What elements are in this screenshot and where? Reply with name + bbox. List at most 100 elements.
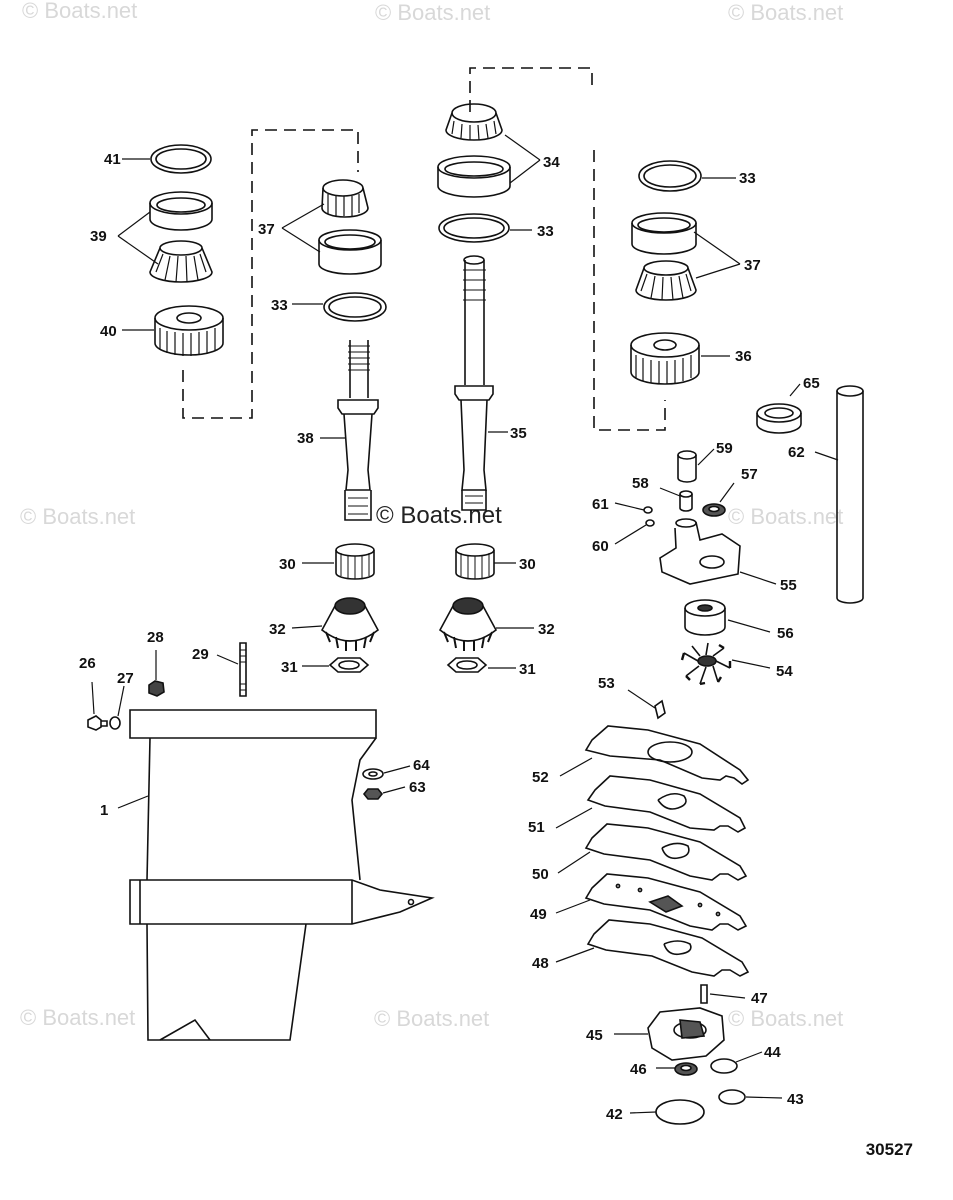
callout-45: 45	[586, 1027, 603, 1044]
callout-48: 48	[532, 955, 549, 972]
seal-65	[756, 403, 802, 434]
needle-bearing-30	[455, 543, 495, 580]
callout-26: 26	[79, 655, 96, 672]
dowel-pin-47	[700, 984, 708, 1004]
o-ring-44	[710, 1058, 738, 1074]
callout-51: 51	[528, 819, 545, 836]
shim-33	[438, 213, 510, 243]
callout-65: 65	[803, 375, 820, 392]
callout-58: 58	[632, 475, 649, 492]
bearing-cup-37	[318, 229, 382, 275]
pump-base-45	[647, 1007, 725, 1061]
callout-33: 33	[271, 297, 288, 314]
gasket-50	[584, 823, 748, 881]
callout-32: 32	[538, 621, 555, 638]
callout-39: 39	[90, 228, 107, 245]
callout-44: 44	[764, 1044, 781, 1061]
bearing-cup-39	[149, 191, 213, 231]
washer-64	[362, 768, 384, 780]
callout-30: 30	[519, 556, 536, 573]
callout-42: 42	[606, 1106, 623, 1123]
assembly-guide-lines	[182, 67, 666, 431]
callout-32: 32	[269, 621, 286, 638]
gearcase-housing-1	[129, 709, 435, 1041]
pump-housing-55	[659, 518, 741, 585]
callout-43: 43	[787, 1091, 804, 1108]
callout-29: 29	[192, 646, 209, 663]
nut-31	[328, 657, 370, 673]
gasket-51	[586, 775, 747, 833]
watermark: © Boats.net	[374, 1006, 490, 1031]
callout-59: 59	[716, 440, 733, 457]
callout-31: 31	[281, 659, 298, 676]
callout-40: 40	[100, 323, 117, 340]
impeller-insert-56	[684, 599, 726, 636]
o-ring-60	[645, 519, 655, 527]
stud-29	[239, 642, 247, 697]
water-tube-62	[836, 385, 864, 604]
diagram-number: 30527	[865, 1140, 913, 1159]
watermark: © Boats.net	[22, 0, 138, 23]
callout-50: 50	[532, 866, 549, 883]
callout-30: 30	[279, 556, 296, 573]
callout-33: 33	[537, 223, 554, 240]
callout-57: 57	[741, 466, 758, 483]
shim-33	[638, 160, 702, 192]
callout-54: 54	[776, 663, 793, 680]
snap-ring-41	[150, 144, 212, 174]
gasket-48	[586, 919, 750, 977]
tapered-bearing-39	[149, 240, 213, 283]
nut-31	[446, 657, 488, 673]
callout-31: 31	[519, 661, 536, 678]
callout-63: 63	[409, 779, 426, 796]
o-ring-42	[655, 1099, 705, 1125]
watermark-center: © Boats.net	[376, 502, 502, 529]
gasket-52	[584, 725, 750, 785]
watermark: © Boats.net	[728, 1006, 844, 1031]
impeller-54	[680, 642, 732, 686]
callout-53: 53	[598, 675, 615, 692]
callout-61: 61	[592, 496, 609, 513]
plate-49	[584, 873, 748, 931]
plug-28	[148, 680, 165, 697]
callout-35: 35	[510, 425, 527, 442]
screw-26	[87, 715, 108, 731]
bearing-cup-37	[631, 212, 697, 255]
callout-27: 27	[117, 670, 134, 687]
gear-40	[154, 305, 224, 356]
o-ring-43	[718, 1089, 746, 1105]
callout-34: 34	[543, 154, 560, 171]
callout-33: 33	[739, 170, 756, 187]
tube-59	[677, 450, 697, 483]
watermark: © Boats.net	[20, 1005, 136, 1030]
o-ring-61	[643, 506, 653, 514]
tapered-bearing-37	[321, 179, 369, 218]
callout-56: 56	[777, 625, 794, 642]
bearing-cup-34	[437, 155, 511, 198]
callout-47: 47	[751, 990, 768, 1007]
callout-37: 37	[258, 221, 275, 238]
watermark: © Boats.net	[728, 0, 844, 25]
callout-55: 55	[780, 577, 797, 594]
watermark: © Boats.net	[20, 504, 136, 529]
key-53	[654, 699, 666, 720]
callout-labels: 41 39 40 37 33 38 30 32 31 34 33 35 30 3…	[79, 151, 820, 1123]
shim-33	[323, 292, 387, 322]
insert-58	[679, 490, 693, 512]
watermark: © Boats.net	[375, 0, 491, 25]
needle-bearing-30	[335, 543, 375, 580]
callout-1: 1	[100, 802, 108, 819]
callout-28: 28	[147, 629, 164, 646]
drive-shaft-38	[337, 340, 379, 521]
seal-46	[674, 1062, 698, 1076]
callout-60: 60	[592, 538, 609, 555]
callout-64: 64	[413, 757, 430, 774]
watermark: © Boats.net	[728, 504, 844, 529]
callout-62: 62	[788, 444, 805, 461]
callout-38: 38	[297, 430, 314, 447]
washer-27	[109, 716, 121, 730]
callout-52: 52	[532, 769, 549, 786]
pinion-gear-32	[438, 597, 498, 651]
callout-41: 41	[104, 151, 121, 168]
